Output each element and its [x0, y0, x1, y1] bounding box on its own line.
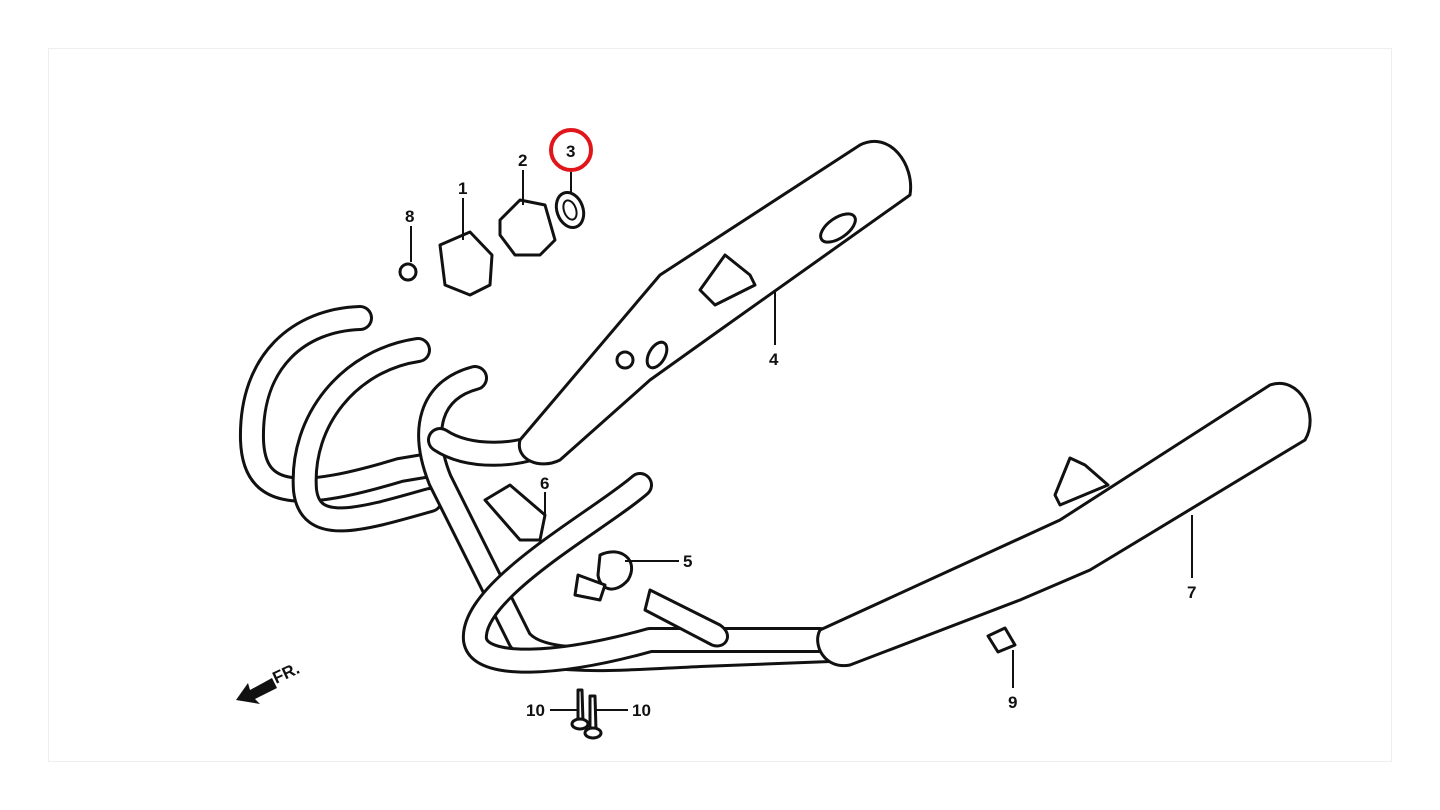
part-6-joint	[483, 483, 547, 542]
part-8-nut	[398, 262, 418, 282]
leader-lines	[410, 170, 1193, 711]
callout-5[interactable]: 5	[683, 552, 692, 571]
callout-2[interactable]: 2	[518, 151, 527, 170]
front-direction-arrow-icon: FR.	[236, 659, 303, 704]
callout-10-right[interactable]: 10	[632, 701, 651, 720]
callout-1[interactable]: 1	[458, 179, 467, 198]
part-9-damper	[986, 626, 1017, 654]
callout-8[interactable]: 8	[405, 207, 414, 226]
callout-7[interactable]: 7	[1187, 583, 1196, 602]
highlight-circle	[549, 128, 593, 172]
part-3-gasket	[554, 191, 586, 229]
diagram-frame	[48, 48, 1392, 762]
lower-muffler	[816, 381, 1312, 668]
part-2-joint	[498, 198, 557, 257]
callout-4[interactable]: 4	[769, 350, 779, 369]
small-parts	[398, 191, 1017, 740]
callout-9[interactable]: 9	[1008, 693, 1017, 712]
callout-3[interactable]: 3	[566, 142, 575, 161]
callout-6[interactable]: 6	[540, 474, 549, 493]
upper-muffler	[517, 139, 913, 466]
callouts: 1 2 3 4 5 6 7 8 9 10 10	[405, 128, 1196, 720]
callout-10-left[interactable]: 10	[526, 701, 545, 720]
part-1-gasket-holder	[438, 230, 494, 297]
